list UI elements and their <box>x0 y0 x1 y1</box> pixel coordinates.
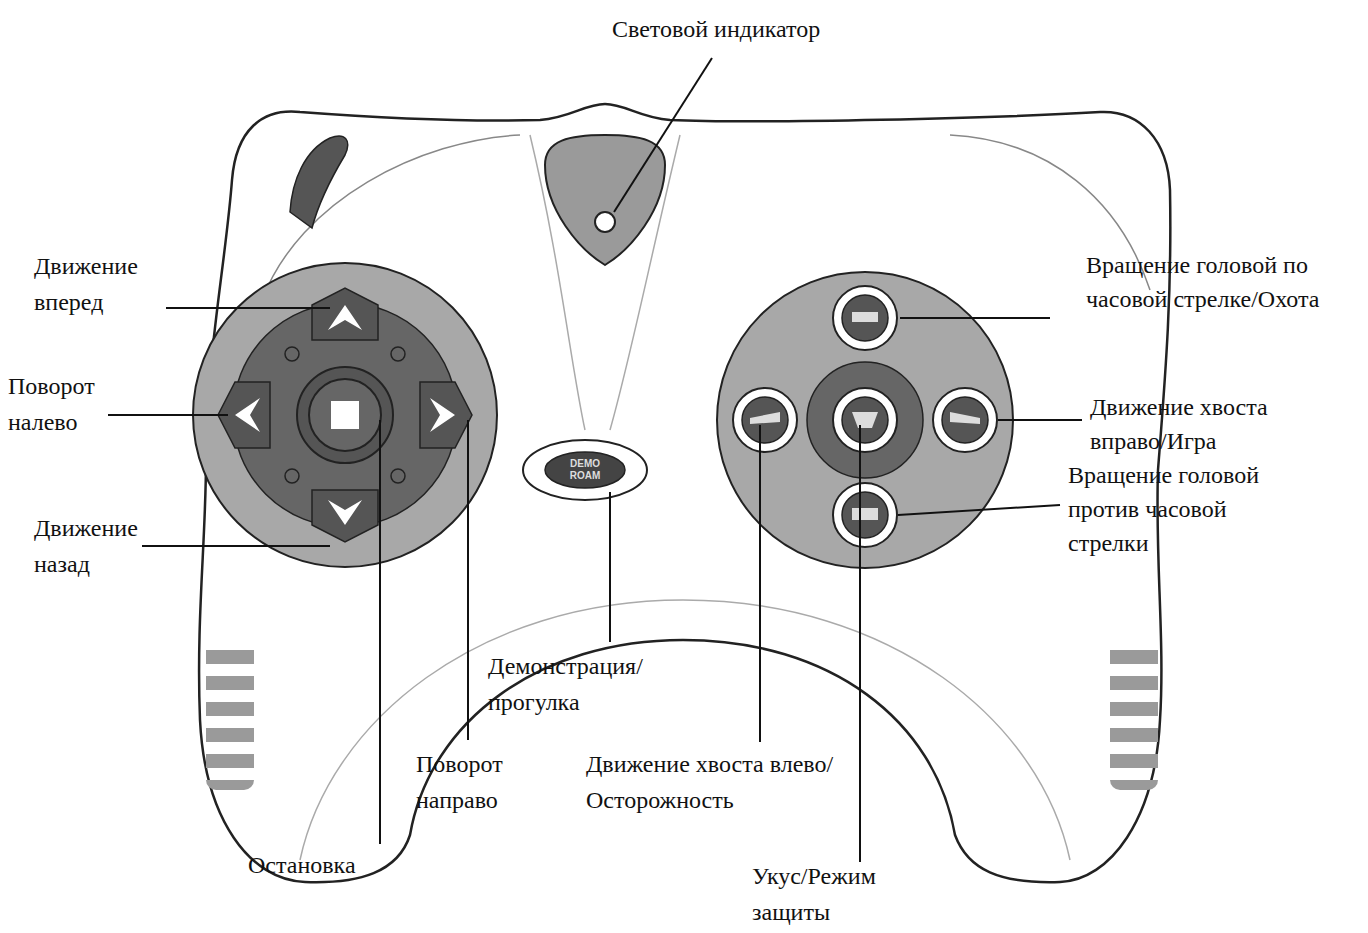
tail-right-label: Движение хвоста вправо/Игра <box>1090 390 1290 458</box>
stop-label: Остановка <box>248 848 408 882</box>
shoulder-button <box>290 136 348 228</box>
arrow-right <box>430 398 455 432</box>
dpad-dot <box>391 469 405 483</box>
demo-button <box>545 452 625 488</box>
demo-button-ring <box>523 440 647 500</box>
button-text: DEMO ROAM <box>560 458 610 482</box>
stop-button <box>309 379 381 451</box>
head-cw-label: Вращение головой по часовой стрелке/Охот… <box>1086 248 1364 316</box>
dpad-right <box>420 382 472 448</box>
dpad-dot <box>285 347 299 361</box>
backward-label: Движение назад <box>34 510 166 582</box>
dpad-dot <box>285 469 299 483</box>
stop-button-ring <box>297 367 393 463</box>
turn-right-label: Поворот направо <box>416 746 536 818</box>
dpad-dot <box>391 347 405 361</box>
dpad-up <box>312 288 378 340</box>
action-buttons <box>733 286 997 547</box>
button-icons <box>750 312 980 520</box>
leader-lines <box>108 58 1082 862</box>
arrow-left <box>235 398 260 432</box>
turn-left-label: Поворот налево <box>8 368 108 440</box>
led-indicator <box>595 212 615 232</box>
head-ccw-label: Вращение головой против часовой стрелки <box>1068 458 1268 560</box>
action-pad-base <box>717 272 1013 568</box>
body-contour <box>300 600 1070 860</box>
action-center-ring <box>807 362 923 478</box>
tail-left-label: Движение хвоста влево/Осторожность <box>586 746 846 818</box>
led-housing <box>545 135 665 265</box>
controller-body <box>199 104 1170 882</box>
demo-label: Демонстрация/ прогулка <box>488 648 663 720</box>
bite-label: Укус/Режим защиты <box>752 858 922 930</box>
grip-ridges <box>1110 640 1158 790</box>
body-contour <box>530 135 680 430</box>
arrow-down <box>328 500 362 525</box>
grip-ridges <box>206 640 254 790</box>
arrow-up <box>328 305 362 330</box>
led-label: Световой индикатор <box>612 12 912 46</box>
stop-symbol <box>331 401 359 429</box>
dpad-down <box>312 490 378 542</box>
forward-label: Движение вперед <box>34 248 166 320</box>
